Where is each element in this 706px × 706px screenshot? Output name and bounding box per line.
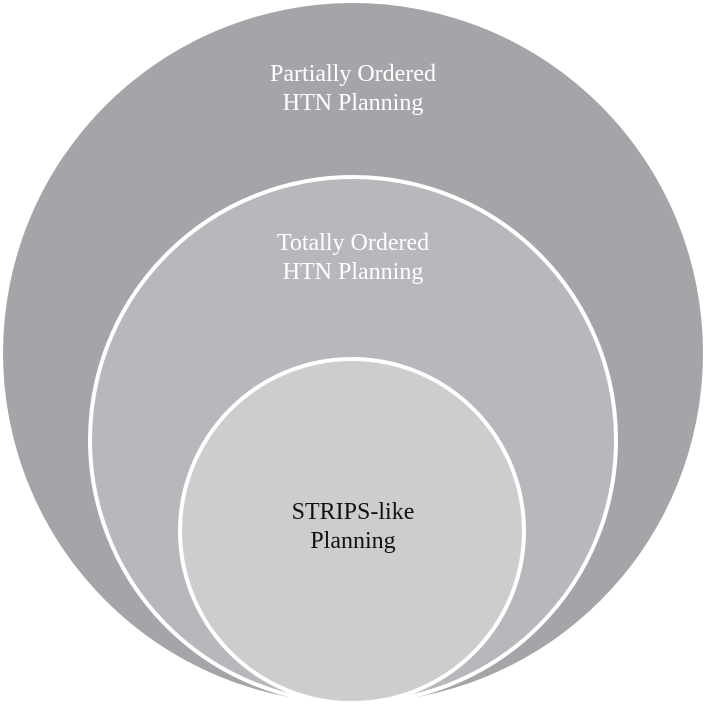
outer-label-line1: Partially Ordered (270, 61, 436, 87)
inner-label-line2: Planning (310, 528, 396, 554)
inner-label-line1: STRIPS-like (291, 499, 415, 525)
middle-label-line2: HTN Planning (282, 259, 424, 285)
inner-circle-strips-like (178, 357, 526, 705)
outer-circle-label: Partially Ordered HTN Planning (0, 60, 706, 118)
inner-circle-label: STRIPS-like Planning (0, 498, 706, 556)
middle-label-line1: Totally Ordered (276, 230, 430, 256)
outer-label-line2: HTN Planning (282, 90, 424, 116)
middle-circle-label: Totally Ordered HTN Planning (0, 229, 706, 287)
